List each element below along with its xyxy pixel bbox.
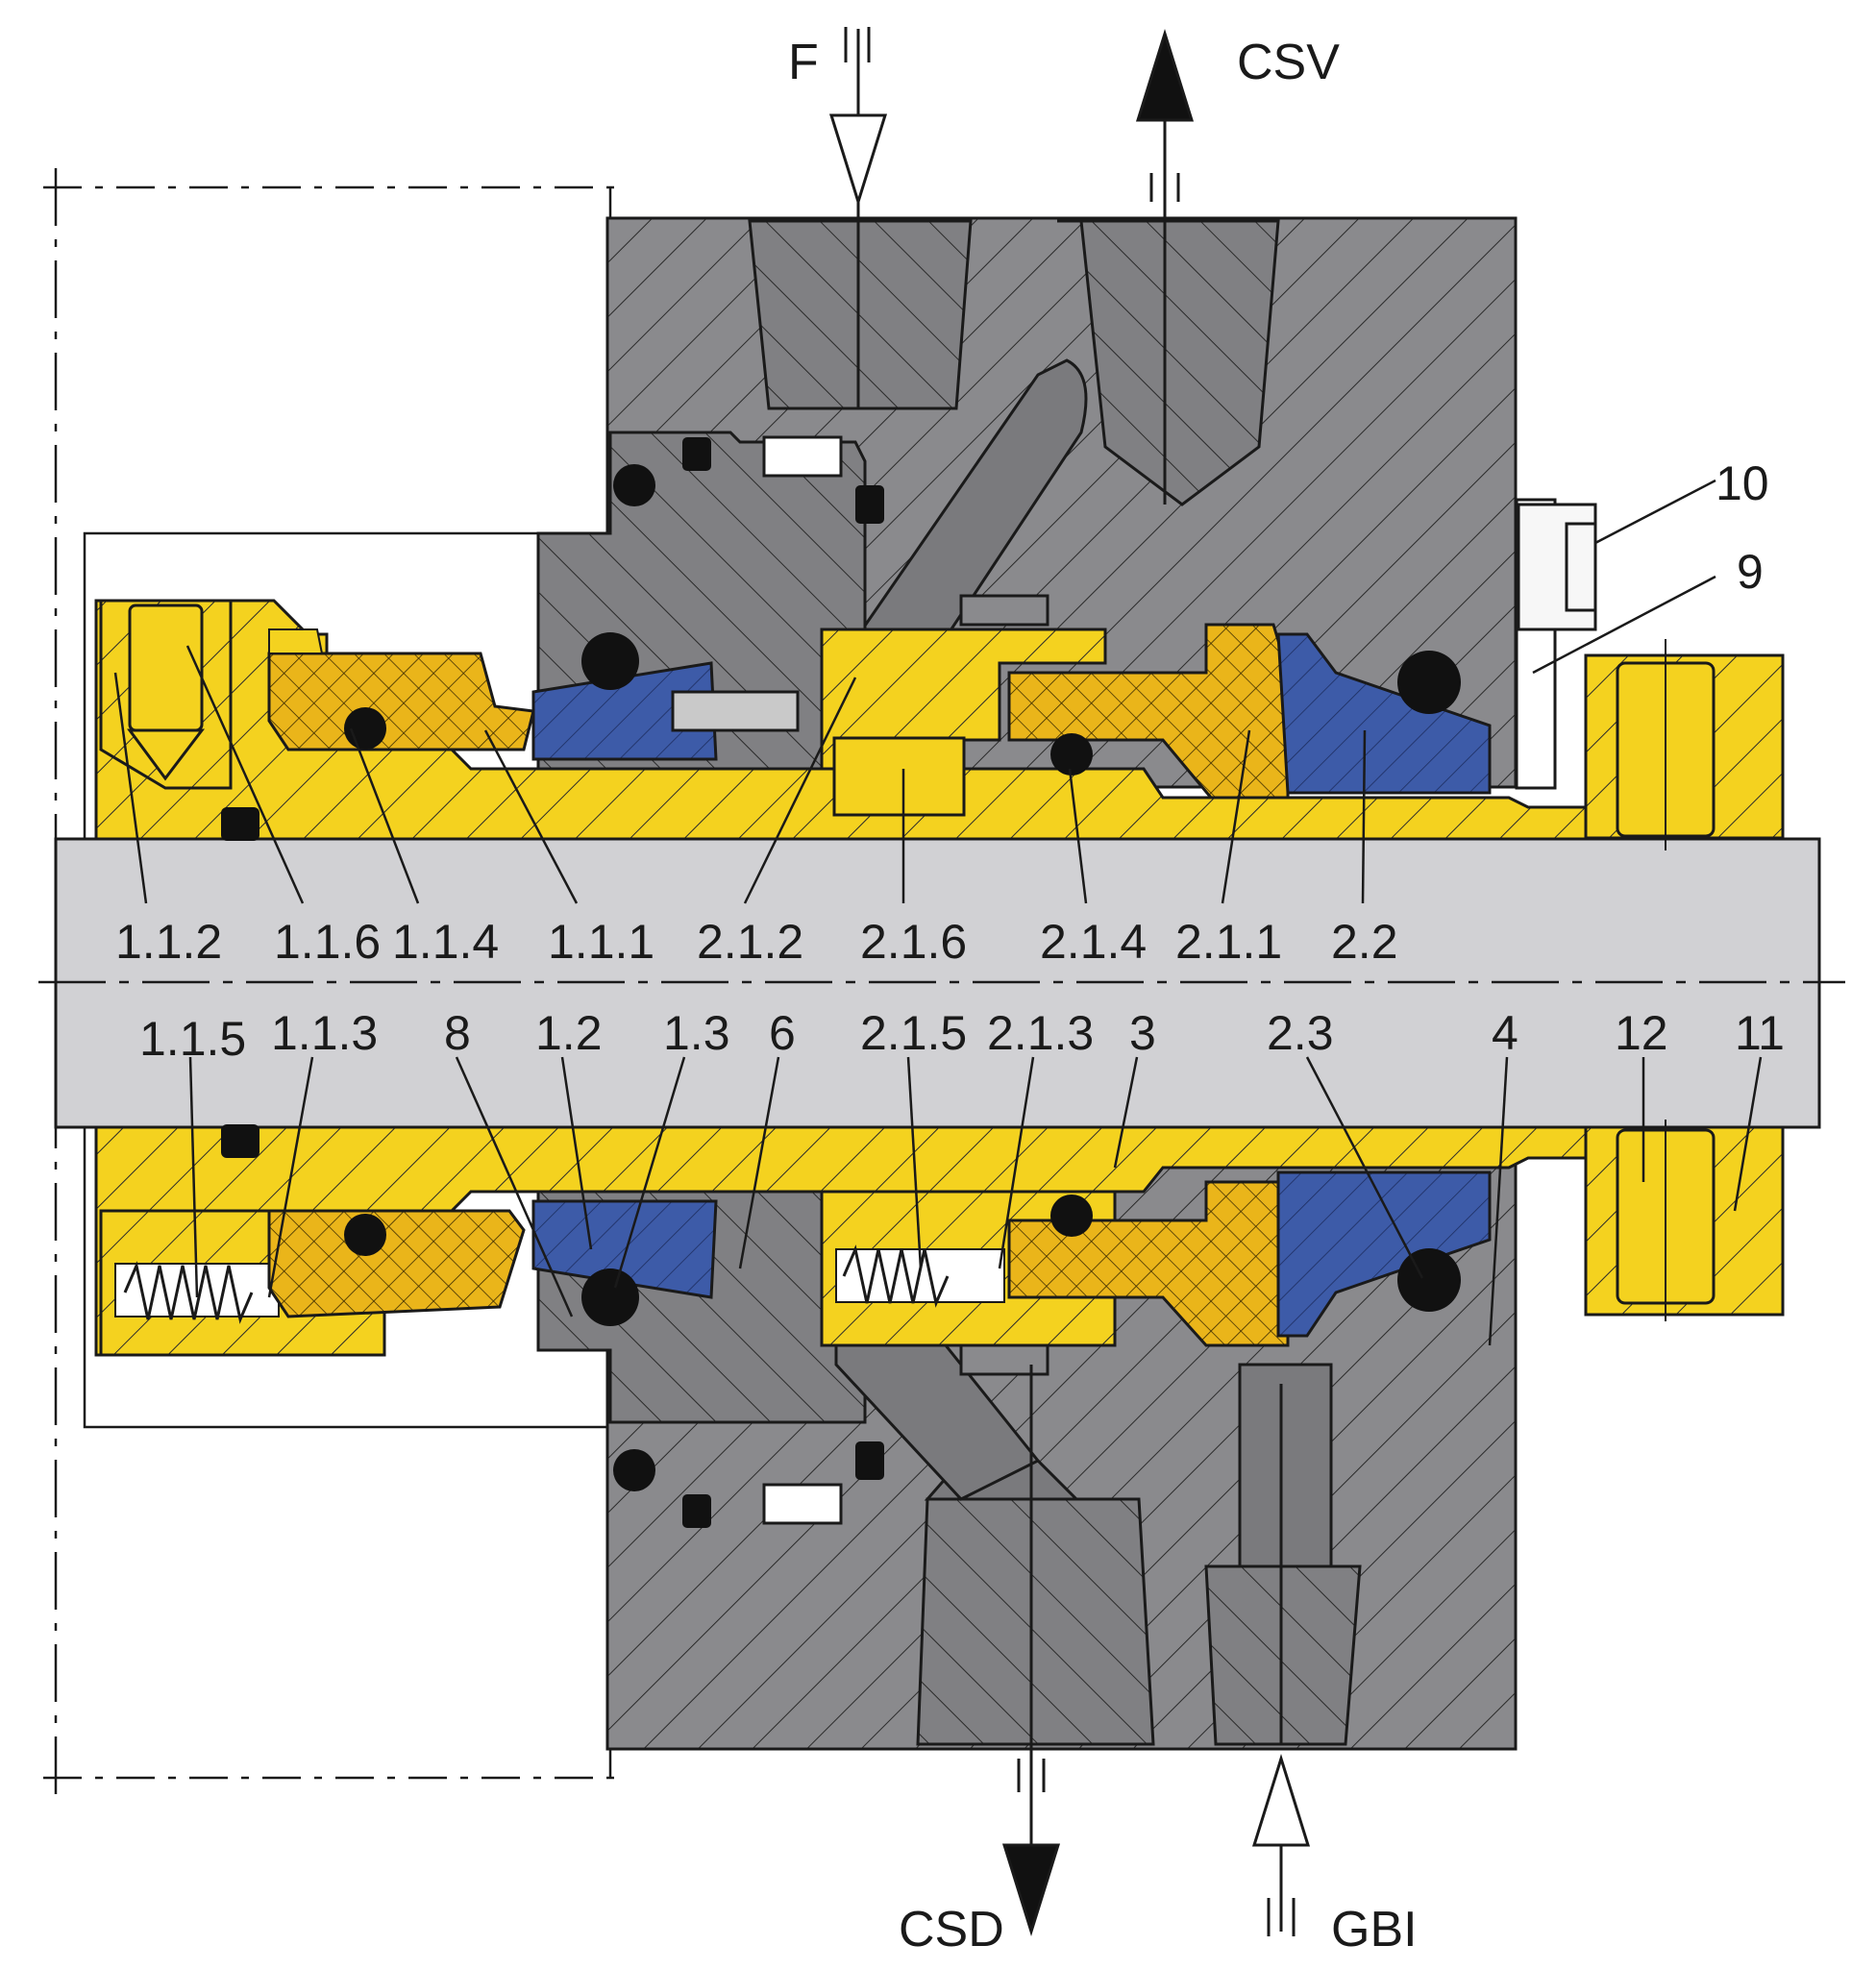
port-label-GBI: GBI <box>1331 1902 1418 1958</box>
port-label-F: F <box>788 35 819 90</box>
port-labels: F CSV CSD GBI <box>788 35 1418 1958</box>
part-label-6: 6 <box>769 1006 796 1060</box>
part-label-1-2: 1.2 <box>535 1006 603 1060</box>
part-label-12: 12 <box>1615 1006 1668 1060</box>
part-label-2-2: 2.2 <box>1331 915 1398 969</box>
part-label-4: 4 <box>1492 1006 1518 1060</box>
part-label-3: 3 <box>1129 1006 1156 1060</box>
outboard-seal-lower <box>820 1170 1492 1376</box>
upper-part-labels: 1.1.2 1.1.6 1.1.4 1.1.1 2.1.2 2.1.6 2.1.… <box>115 915 1398 969</box>
shaft <box>38 837 1845 1129</box>
port-label-CSV: CSV <box>1237 35 1340 90</box>
inboard-seal-upper <box>99 435 884 841</box>
part-label-2-1-4: 2.1.4 <box>1040 915 1147 969</box>
part-label-11: 11 <box>1735 1006 1785 1060</box>
part-label-1-1-4: 1.1.4 <box>392 915 499 969</box>
part-label-2-1-5: 2.1.5 <box>860 1006 967 1060</box>
right-part-labels: 10 9 <box>1716 456 1769 599</box>
port-CSD-arrow <box>1001 1365 1061 1937</box>
port-GBI-arrow <box>1251 1384 1311 1936</box>
part-label-1-1-5: 1.1.5 <box>139 1012 246 1066</box>
part-label-10: 10 <box>1716 456 1769 510</box>
port-CSV-arrow <box>1135 28 1195 505</box>
part-label-2-1-3: 2.1.3 <box>987 1006 1094 1060</box>
part-label-1-3: 1.3 <box>663 1006 730 1060</box>
clamp-collar-11 <box>1584 639 1785 1321</box>
part-label-2-1-2: 2.1.2 <box>697 915 803 969</box>
part-label-8: 8 <box>444 1006 471 1060</box>
part-label-2-1-1: 2.1.1 <box>1175 915 1282 969</box>
part-label-1-1-2: 1.1.2 <box>115 915 222 969</box>
part-label-2-3: 2.3 <box>1267 1006 1334 1060</box>
leader-lines <box>113 479 1763 1346</box>
part-label-2-1-6: 2.1.6 <box>860 915 967 969</box>
outboard-seal-upper <box>820 594 1492 817</box>
lower-part-labels: 1.1.5 1.1.3 8 1.2 1.3 6 2.1.5 2.1.3 3 2.… <box>139 1006 1785 1066</box>
part-label-9: 9 <box>1737 545 1764 599</box>
part-label-1-1-1: 1.1.1 <box>548 915 654 969</box>
part-label-1-1-3: 1.1.3 <box>271 1006 378 1060</box>
bolt-10 <box>1517 503 1597 631</box>
part-label-1-1-6: 1.1.6 <box>274 915 381 969</box>
port-label-CSD: CSD <box>899 1902 1004 1958</box>
inboard-seal-lower <box>99 1124 884 1528</box>
port-F-arrow <box>828 27 888 408</box>
